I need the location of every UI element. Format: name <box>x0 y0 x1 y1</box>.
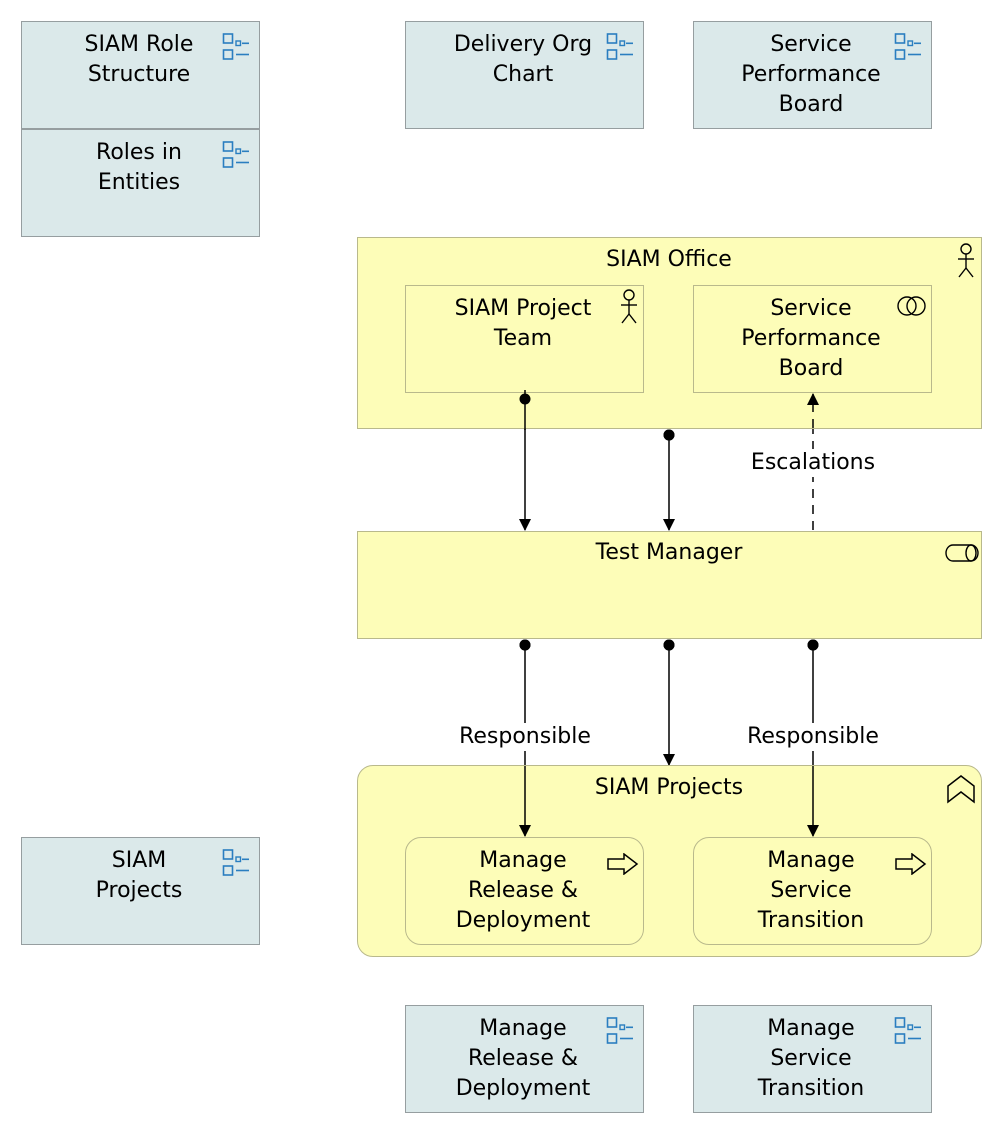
business-collaboration-icon <box>897 296 926 316</box>
manage-release-label: Manage Release & Deployment <box>455 848 591 933</box>
view-ref-label: SIAM Projects <box>95 848 183 903</box>
view-ref-label: Roles in Entities <box>96 140 182 195</box>
view-reference-icon <box>222 33 249 60</box>
view-ref-label: Service Performance Board <box>741 32 881 117</box>
siam-project-team-label: SIAM Project Team <box>454 296 592 351</box>
siam-projects[interactable]: SIAM Projects Manage Release & Deploymen… <box>357 765 982 957</box>
view-ref-roles-in-entities[interactable]: Roles in Entities <box>21 129 260 237</box>
responsible-label: Responsible <box>452 723 598 751</box>
responsible-label: Responsible <box>740 723 886 751</box>
view-ref-service-performance-board[interactable]: Service Performance Board <box>693 21 932 129</box>
siam-office[interactable]: SIAM Office SIAM Project Team Service Pe… <box>357 237 982 429</box>
business-function-icon <box>947 775 975 804</box>
view-ref-siam-projects[interactable]: SIAM Projects <box>21 837 260 945</box>
view-reference-icon <box>222 849 249 876</box>
manage-release-deployment[interactable]: Manage Release & Deployment <box>405 837 644 945</box>
view-ref-label: SIAM Role Structure <box>84 32 194 87</box>
view-reference-icon <box>894 33 921 60</box>
siam-projects-label: SIAM Projects <box>594 775 744 800</box>
test-manager[interactable]: Test Manager <box>357 531 982 639</box>
business-process-icon <box>607 853 639 875</box>
siam-project-team[interactable]: SIAM Project Team <box>405 285 644 393</box>
test-manager-label: Test Manager <box>595 540 743 565</box>
service-performance-board-label: Service Performance Board <box>741 296 881 381</box>
service-performance-board[interactable]: Service Performance Board <box>693 285 932 393</box>
view-ref-label: Manage Release & Deployment <box>455 1016 591 1101</box>
view-ref-siam-role-structure[interactable]: SIAM Role Structure <box>21 21 260 129</box>
view-reference-icon <box>606 1017 633 1044</box>
view-reference-icon <box>222 141 249 168</box>
view-ref-label: Manage Service Transition <box>757 1016 865 1101</box>
view-ref-manage-service-transition[interactable]: Manage Service Transition <box>693 1005 932 1113</box>
view-ref-delivery-org-chart[interactable]: Delivery Org Chart <box>405 21 644 129</box>
business-process-icon <box>895 853 927 875</box>
view-reference-icon <box>894 1017 921 1044</box>
escalations-label: Escalations <box>746 449 880 477</box>
assignment-to-siam-projects[interactable] <box>663 639 675 766</box>
manage-service-transition[interactable]: Manage Service Transition <box>693 837 932 945</box>
view-ref-manage-release[interactable]: Manage Release & Deployment <box>405 1005 644 1113</box>
siam-office-label: SIAM Office <box>606 247 732 272</box>
view-reference-icon <box>606 33 633 60</box>
assignment-office-to-test-manager[interactable] <box>663 429 675 531</box>
business-actor-icon <box>958 243 974 278</box>
view-ref-label: Delivery Org Chart <box>453 32 593 87</box>
business-role-icon <box>945 544 979 562</box>
business-actor-icon <box>621 289 637 324</box>
manage-service-transition-label: Manage Service Transition <box>757 848 865 933</box>
